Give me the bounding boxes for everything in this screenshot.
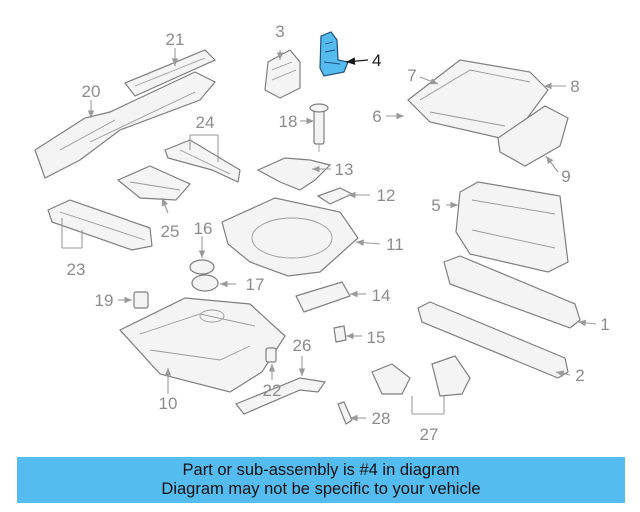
part-22-clip: [265, 347, 277, 363]
part-24-brackets: [164, 139, 241, 183]
callout-7: 7: [407, 66, 416, 85]
callout-19: 19: [95, 291, 114, 310]
callout-4: 4: [372, 51, 381, 70]
part-19-clip: [133, 291, 149, 309]
part-5-rear-panel: [455, 181, 569, 273]
part-26-bracket: [235, 377, 327, 415]
callout-11: 11: [386, 235, 404, 254]
callout-10: 10: [159, 394, 178, 413]
callout-5: 5: [431, 196, 440, 215]
callout-12: 12: [377, 186, 396, 205]
part-12-plate: [316, 187, 354, 205]
part-18-strut: [309, 103, 329, 152]
callout-23: 23: [67, 260, 86, 279]
part-4-highlighted-bracket: [319, 31, 349, 77]
callout-20: 20: [82, 82, 101, 101]
parts-diagram: 21 20 3 4 18 24 13 12 25 23 11 16 17 14 …: [34, 22, 610, 444]
part-28-hook: [337, 401, 353, 425]
part-27-brackets: [371, 355, 471, 397]
callout-25: 25: [161, 222, 180, 241]
callout-9: 9: [561, 167, 570, 186]
callout-13: 13: [335, 160, 354, 179]
banner-line-disclaimer: Diagram may not be specific to your vehi…: [161, 480, 481, 498]
part-23-rail: [47, 199, 153, 251]
diagram-note-banner: Part or sub-assembly is #4 in diagram Di…: [17, 457, 625, 503]
part-2-bumper: [417, 301, 569, 379]
callout-17: 17: [246, 275, 265, 294]
part-21-rail: [124, 49, 217, 97]
leader-lines: [61, 48, 597, 422]
callout-15: 15: [367, 328, 386, 347]
banner-line-part-number: Part or sub-assembly is #4 in diagram: [182, 461, 460, 479]
part-17-ring: [191, 274, 219, 292]
part-16-ring: [189, 259, 215, 275]
callout-16: 16: [194, 219, 213, 238]
callout-24: 24: [196, 113, 215, 132]
callout-26: 26: [293, 336, 312, 355]
part-25-bracket: [116, 165, 191, 201]
part-20-side-member: [34, 71, 216, 179]
part-13-cross-member: [256, 157, 332, 191]
callout-numbers: 21 20 3 4 18 24 13 12 25 23 11 16 17 14 …: [67, 22, 610, 444]
part-3-bracket: [264, 49, 301, 99]
part-15-clip: [333, 325, 347, 343]
callout-2: 2: [575, 366, 584, 385]
part-7-8-rear-panel: [407, 59, 549, 139]
callout-22: 22: [263, 381, 282, 400]
callout-14: 14: [372, 286, 391, 305]
callout-28: 28: [372, 409, 391, 428]
callout-21: 21: [166, 30, 185, 49]
part-14-reinforcement: [295, 281, 351, 313]
callout-6: 6: [372, 107, 381, 126]
part-11-wheel-well: [221, 197, 359, 277]
callout-27: 27: [420, 425, 439, 444]
callout-1: 1: [600, 315, 609, 334]
callout-8: 8: [570, 77, 579, 96]
part-10-floor-pan: [119, 297, 286, 393]
callout-18: 18: [279, 112, 298, 131]
callout-3: 3: [275, 22, 284, 41]
part-9-trim: [497, 105, 569, 167]
